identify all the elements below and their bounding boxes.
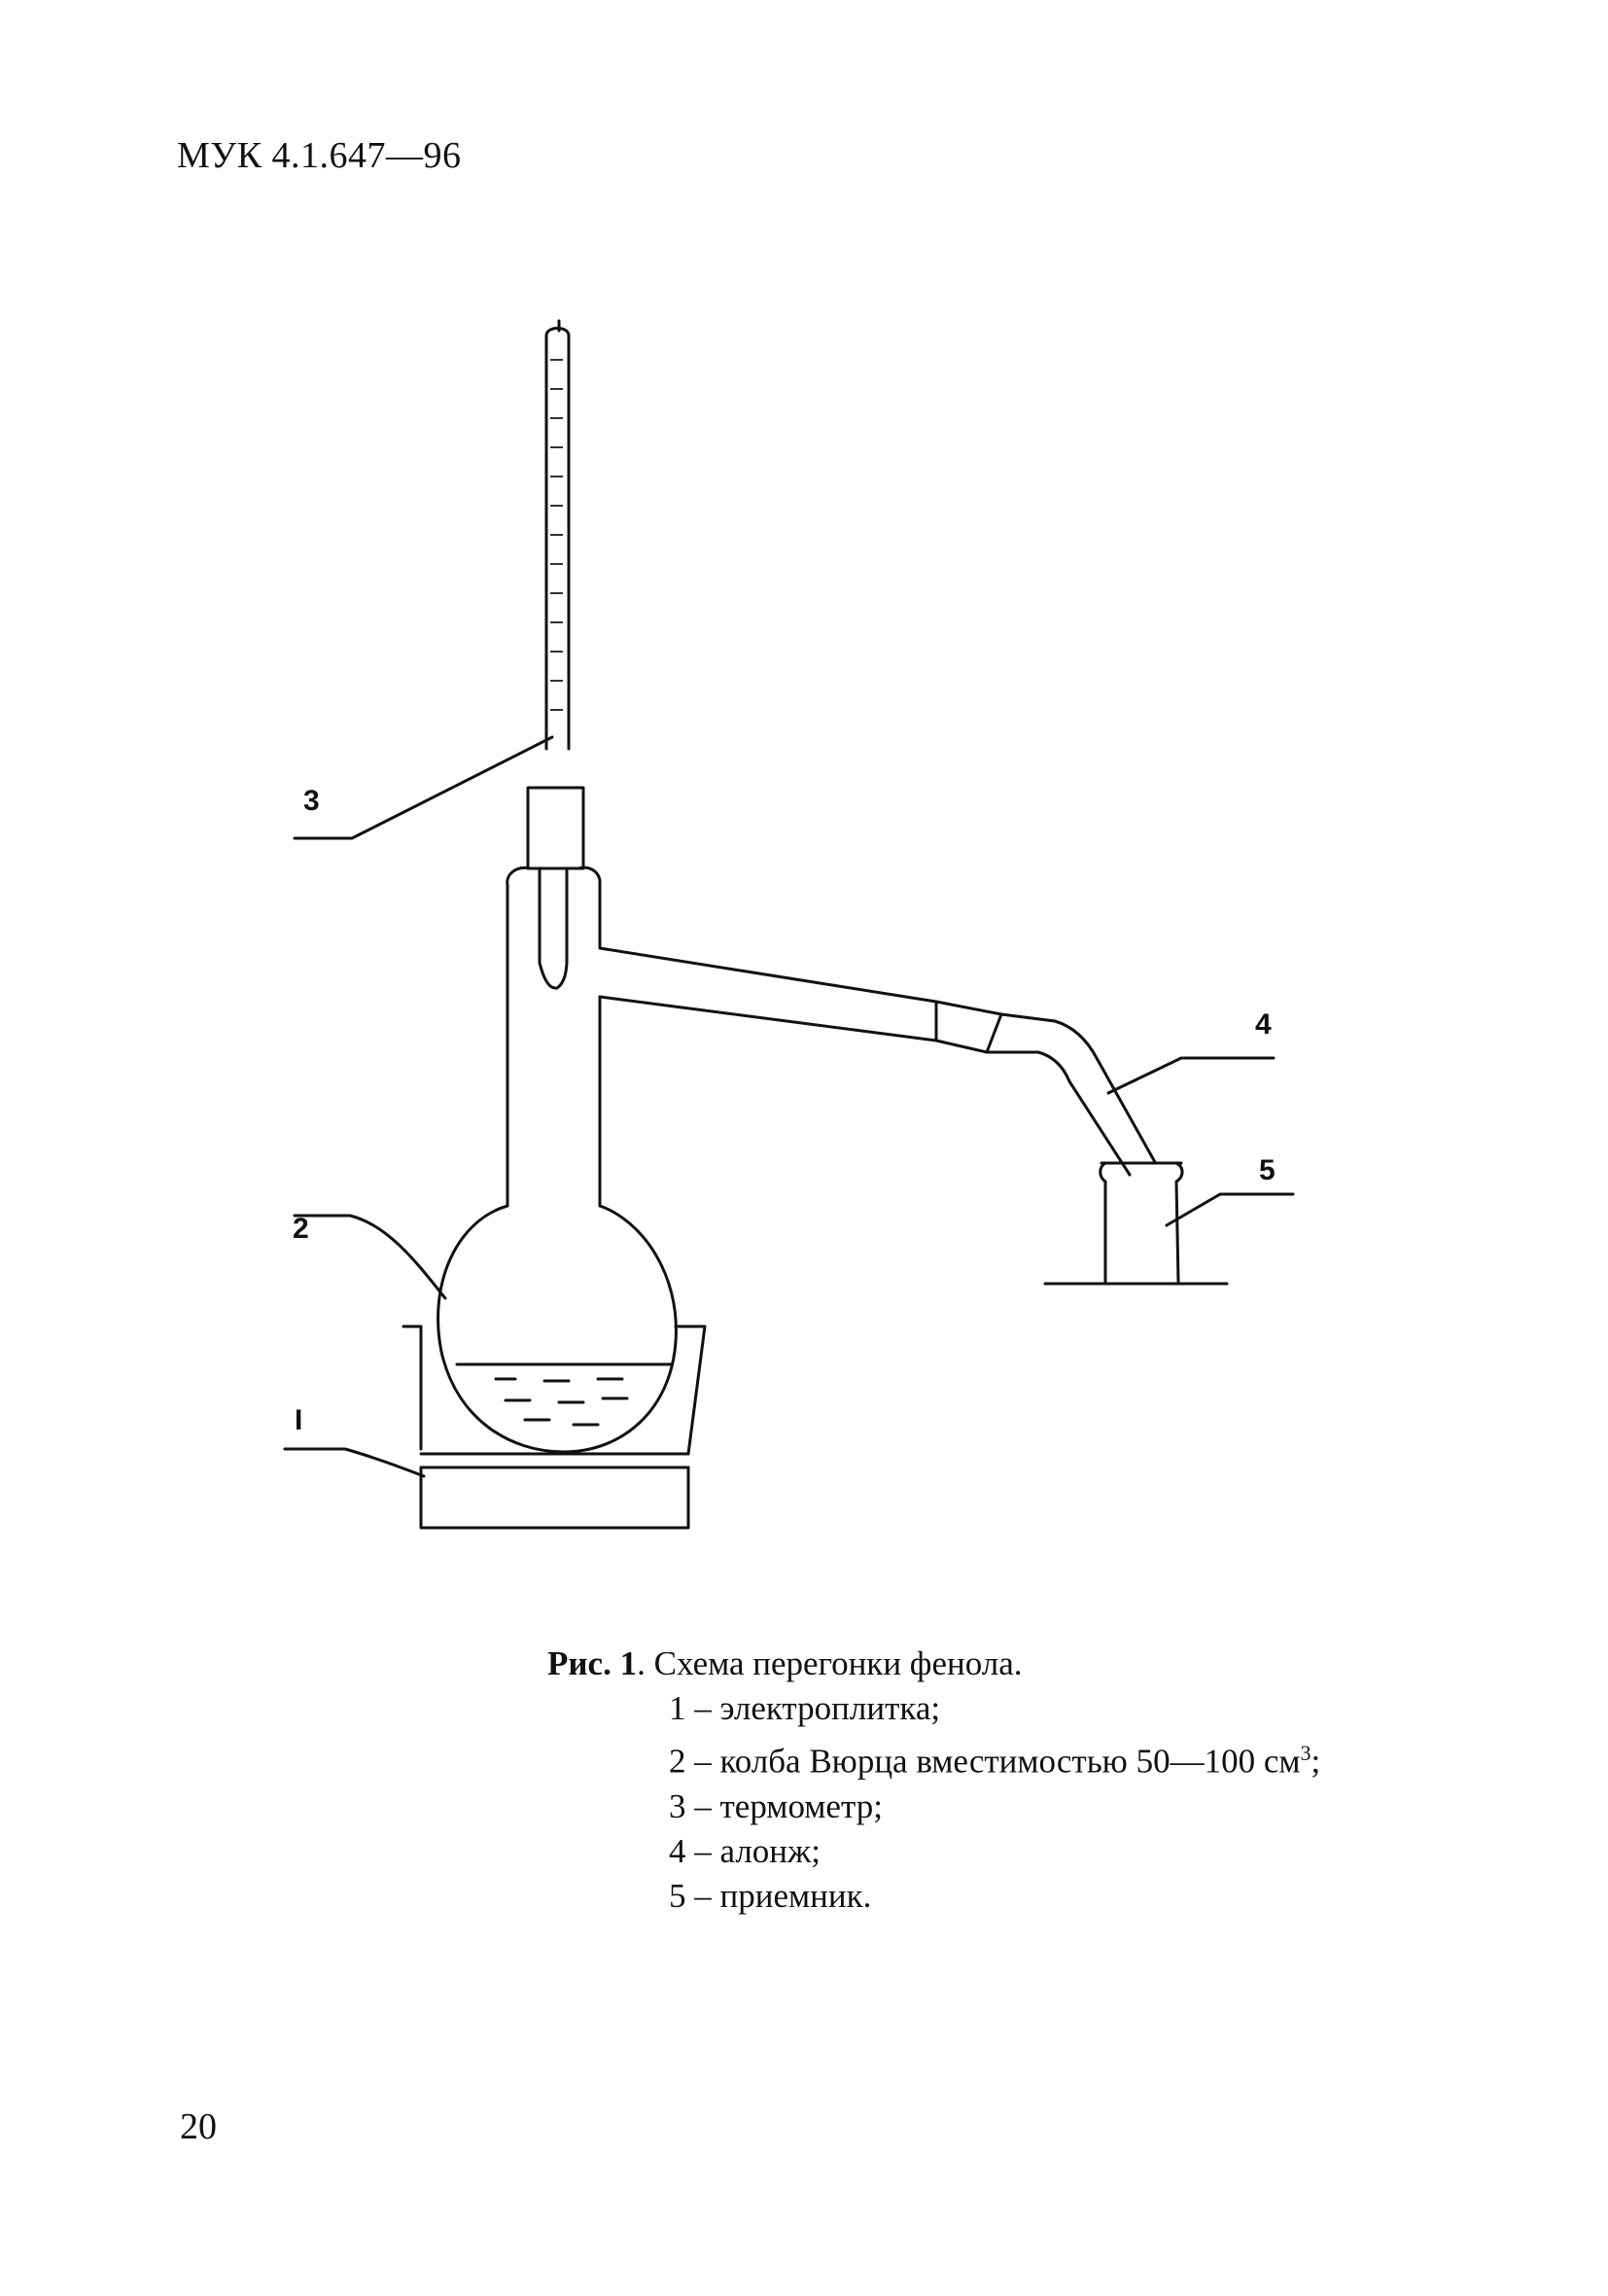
adapter-drawing [934, 1000, 1157, 1177]
caption-title: Рис. 1. Схема перегонки фенола. [547, 1642, 1320, 1686]
figure-caption: Рис. 1. Схема перегонки фенола. 1 – элек… [547, 1642, 1320, 1919]
legend-item: 1 – электроплитка; [669, 1689, 941, 1727]
legend-item-text: 2 – колба Вюрца вместимостью 50—100 см [669, 1742, 1301, 1781]
thermometer-scale [550, 359, 563, 711]
side-arm-drawing [598, 946, 938, 1042]
label-hotplate: I [295, 1404, 302, 1436]
legend-item: 5 – приемник. [669, 1876, 872, 1915]
label-adapter: 4 [1255, 1008, 1272, 1041]
page-number: 20 [180, 2106, 217, 2147]
label-receiver: 5 [1259, 1154, 1276, 1186]
thermometer-drawing [526, 319, 585, 990]
label-thermometer: 3 [303, 785, 320, 817]
figure-legend: 1 – электроплитка; 2 – колба Вюрца вмест… [669, 1686, 1320, 1919]
flask-drawing [437, 865, 678, 1454]
legend-item-tail: ; [1311, 1742, 1321, 1781]
legend-item: 3 – термометр; [669, 1786, 883, 1825]
figure-title: . Схема перегонки фенола. [637, 1644, 1023, 1682]
legend-superscript: 3 [1300, 1741, 1311, 1765]
document-code: МУК 4.1.647—96 [177, 135, 462, 176]
receiver-drawing [1043, 1161, 1229, 1286]
legend-item: 4 – алонж; [669, 1831, 821, 1870]
figure-label: Рис. 1 [547, 1644, 638, 1682]
legend-item: 2 – колба Вюрца вместимостью 50—100 см3; [669, 1731, 1320, 1784]
leader-lines [283, 735, 1295, 1478]
label-flask: 2 [293, 1213, 309, 1245]
hotplate-drawing [402, 1325, 707, 1530]
